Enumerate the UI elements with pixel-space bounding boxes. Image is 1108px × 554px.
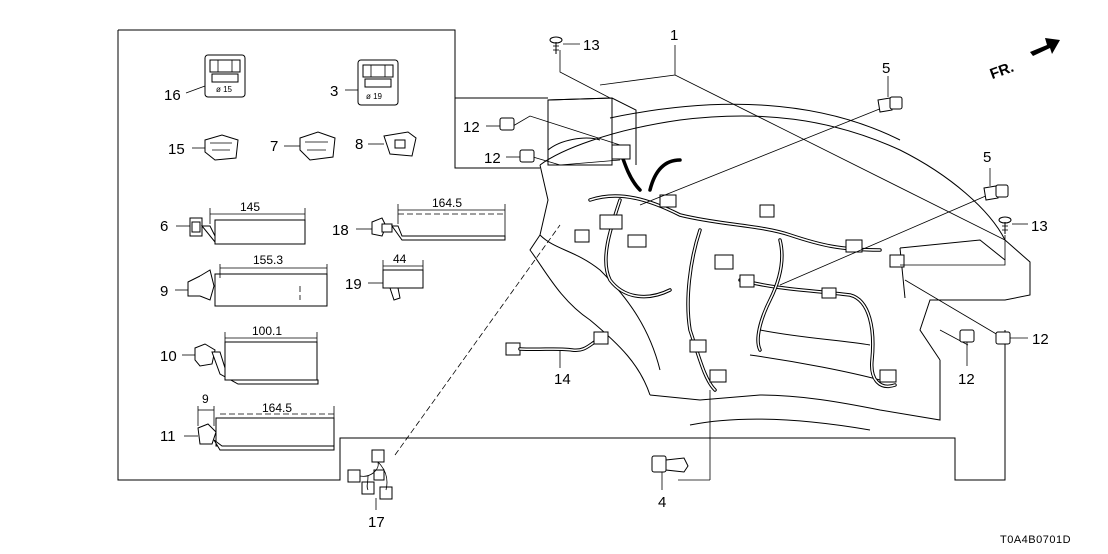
part-12-nut-b (506, 149, 535, 163)
callout-12-b: 12 (484, 150, 501, 167)
callout-5-lower: 5 (983, 149, 991, 166)
part-12-nut-c (959, 329, 975, 366)
part-14-sub-harness (505, 331, 609, 368)
front-direction-arrow: FR. (988, 38, 1060, 83)
part-8-clip (368, 131, 417, 157)
callout-5-upper: 5 (882, 60, 890, 77)
part-3-grommet: ø 19 (345, 59, 399, 106)
part-9-harness-clip: 155.3 (175, 253, 328, 307)
part-11-offset: 9 (202, 392, 209, 406)
callout-15: 15 (168, 141, 185, 158)
callout-13-right: 13 (1031, 218, 1048, 235)
main-wire-harness (574, 144, 905, 392)
part-6-length: 145 (240, 200, 260, 214)
part-10-harness-clip: 100.1 (182, 324, 319, 385)
part-11-length: 164.5 (262, 401, 292, 415)
dashboard-outline (529, 97, 1031, 431)
callout-3: 3 (330, 83, 338, 100)
part-9-length: 155.3 (253, 253, 283, 267)
callout-4: 4 (658, 494, 666, 511)
callout-19: 19 (345, 276, 362, 293)
part-5-bolt-lower (983, 168, 1009, 201)
callout-labels: 1 3 4 5 5 6 7 8 9 10 11 12 12 12 12 13 1… (160, 27, 1049, 531)
callout-12-c: 12 (958, 371, 975, 388)
callout-16: 16 (164, 87, 181, 104)
callout-8: 8 (355, 136, 363, 153)
part-19-harness-clip: 44 (368, 252, 424, 301)
part-15-clip (192, 134, 239, 161)
part-12-nut-a (486, 117, 515, 131)
callout-11: 11 (160, 428, 176, 445)
callout-17: 17 (368, 514, 385, 531)
callout-9: 9 (160, 283, 168, 300)
callout-14: 14 (554, 371, 571, 388)
callout-6: 6 (160, 218, 168, 235)
part-12-nut-d (995, 331, 1028, 345)
part-10-length: 100.1 (252, 324, 282, 338)
part-13-screw-top (549, 36, 580, 54)
parts-group-frame (117, 29, 1006, 481)
part-18-harness-clip: 164.5 (356, 196, 506, 241)
part-4-bolt (651, 455, 689, 490)
leader-lines (394, 45, 1006, 481)
part-19-length: 44 (393, 252, 407, 266)
callout-13-top: 13 (583, 37, 600, 54)
callout-1: 1 (670, 27, 678, 44)
grommet-3-diameter: ø 19 (366, 92, 383, 101)
front-arrow-label: FR. (988, 59, 1017, 83)
part-13-screw-right (998, 216, 1028, 234)
part-11-harness-clip: 9 164.5 (184, 392, 335, 451)
part-7-clip (284, 131, 336, 161)
grommet-16-diameter: ø 15 (216, 85, 233, 94)
part-16-grommet: ø 15 (185, 54, 246, 98)
part-6-harness-clip: 145 (176, 200, 306, 245)
part-5-bolt-upper (877, 76, 903, 113)
callout-12-a: 12 (463, 119, 480, 136)
callout-12-d: 12 (1032, 331, 1049, 348)
callout-18: 18 (332, 222, 349, 239)
diagram-code: T0A4B0701D (1000, 534, 1071, 546)
part-17-connectors (347, 449, 393, 510)
callout-7: 7 (270, 138, 278, 155)
part-18-length: 164.5 (432, 196, 462, 210)
callout-10: 10 (160, 348, 177, 365)
